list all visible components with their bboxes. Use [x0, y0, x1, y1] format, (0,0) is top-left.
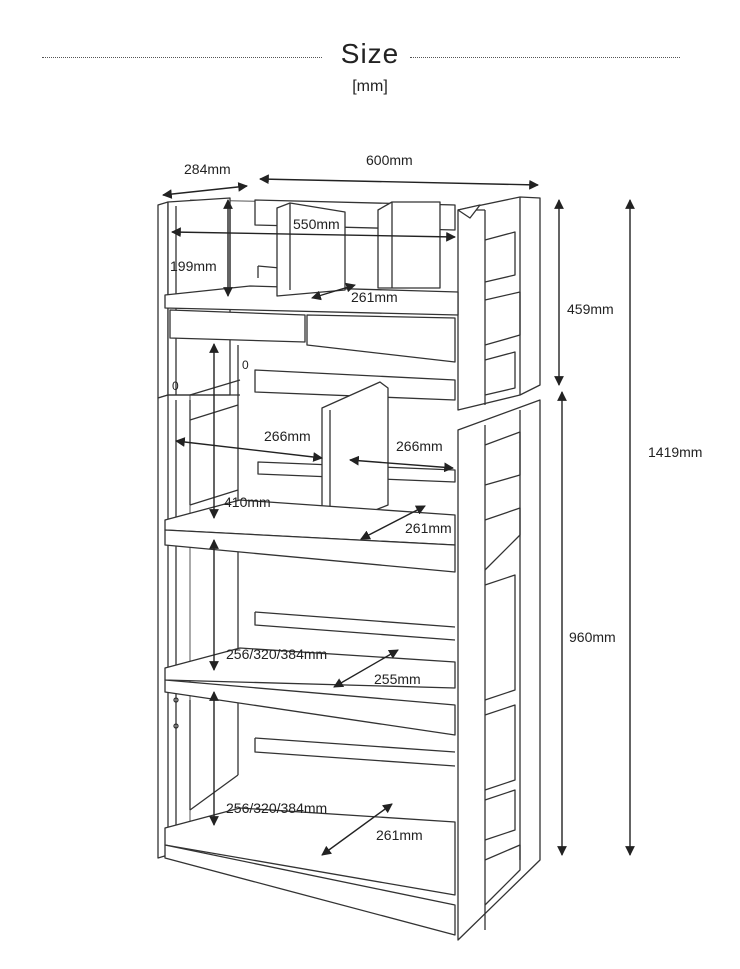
title-rule-right [410, 57, 680, 58]
depth-total-label: 284mm [184, 161, 231, 177]
shelf2-depth-label: 261mm [376, 827, 423, 843]
right-marker: 0 [242, 358, 249, 372]
top-height-label: 199mm [170, 258, 217, 274]
shelf1-height-label: 256/320/384mm [226, 646, 327, 662]
dimension-labels: 284mm 600mm 550mm 199mm 261mm 459mm 1419… [170, 152, 702, 843]
top-shelf-depth-label: 261mm [351, 289, 398, 305]
shelf2-height-label: 256/320/384mm [226, 800, 327, 816]
unit-label: [mm] [352, 78, 388, 95]
middle-right-width-label: 266mm [396, 438, 443, 454]
middle-depth-label: 261mm [405, 520, 452, 536]
middle-left-width-label: 266mm [264, 428, 311, 444]
inner-width-label: 550mm [293, 216, 340, 232]
lower-section-height-label: 960mm [569, 629, 616, 645]
header: Size [mm] [0, 0, 740, 110]
left-marker: 0 [172, 379, 179, 393]
shelf1-depth-label: 255mm [374, 671, 421, 687]
width-total-label: 600mm [366, 152, 413, 168]
bookshelf-drawing: 0 0 [157, 196, 541, 941]
title-rule-left [42, 57, 322, 58]
dimension-arrows [162, 174, 635, 856]
upper-section-height-label: 459mm [567, 301, 614, 317]
middle-height-label: 410mm [224, 494, 271, 510]
overall-height-label: 1419mm [648, 444, 702, 460]
page-title: Size [340, 38, 400, 69]
